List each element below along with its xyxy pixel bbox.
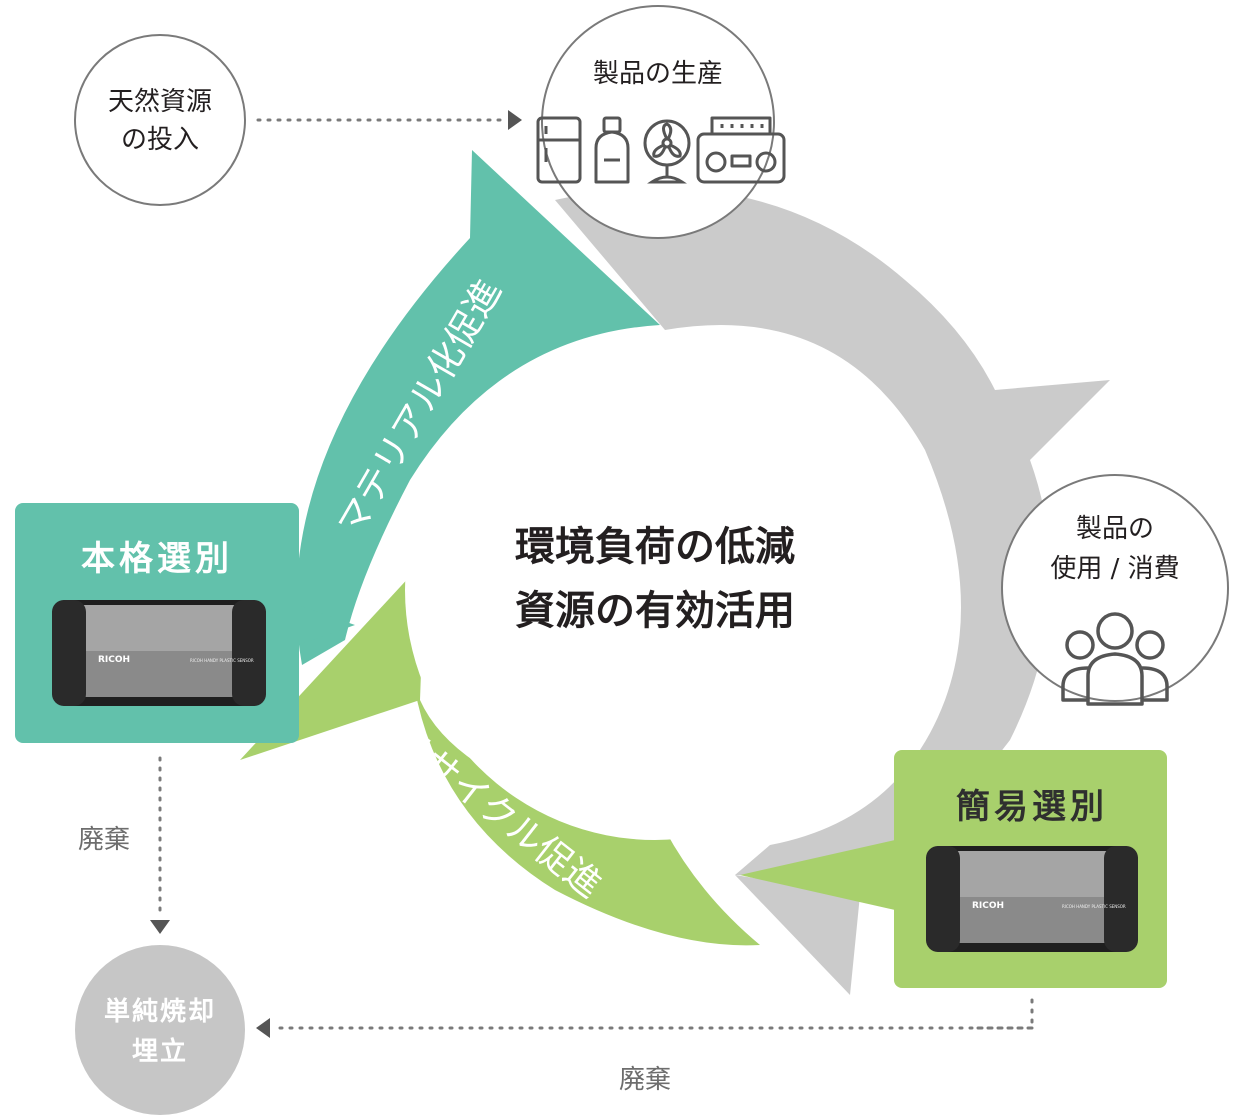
natural-resources-label-line2: の投入 [121,125,199,155]
use-consumption-node [1001,474,1229,702]
detergent-bottle-icon [594,116,630,184]
material-promotion-arrow [296,150,660,665]
disposal-node [75,945,245,1115]
cycle-arrow-gray [555,188,1110,876]
input-flow-arrowhead [508,110,522,130]
natural-resources-node [74,34,246,206]
use-label-line1: 製品の [1076,514,1154,544]
fan-icon [643,119,691,184]
natural-resources-label-line1: 天然資源 [108,87,212,117]
handy-plastic-sensor-device-2: RICOH RICOH HANDY PLASTIC SENSOR [926,846,1138,952]
center-title-line2: 資源の有効活用 [515,588,795,634]
full-sorting-pointer [298,605,355,645]
device-model-label-2: RICOH HANDY PLASTIC SENSOR [1062,904,1126,909]
radio-cassette-icon [696,116,786,184]
recycle-promotion-arrow [408,585,760,946]
device-brand-label: RICOH [98,655,130,665]
discard-label-left: 廃棄 [78,825,130,855]
device-model-label: RICOH HANDY PLASTIC SENSOR [190,658,254,663]
full-sorting-label: 本格選別 [81,539,233,579]
center-circle [405,340,905,840]
people-group-icon [1061,612,1169,706]
refrigerator-icon [536,116,582,184]
discard-flow-left-arrowhead [150,920,170,934]
use-label-line2: 使用 / 消費 [1050,554,1179,584]
simple-sorting-pointer [740,840,895,910]
handy-plastic-sensor-device: RICOH RICOH HANDY PLASTIC SENSOR [52,600,266,706]
device-brand-label-2: RICOH [972,901,1004,911]
discard-flow-bottom-line [968,998,1034,1030]
discard-flow-bottom-arrowhead [256,1018,270,1038]
production-label: 製品の生産 [593,59,723,89]
cycle-arrow-gray-tail [735,875,860,995]
simple-sorting-label: 簡易選別 [956,787,1108,827]
center-title-line1: 環境負荷の低減 [515,524,795,570]
discard-label-bottom: 廃棄 [619,1065,671,1095]
disposal-label-line1: 単純焼却 [104,996,216,1027]
disposal-label-line2: 埋立 [132,1036,188,1067]
